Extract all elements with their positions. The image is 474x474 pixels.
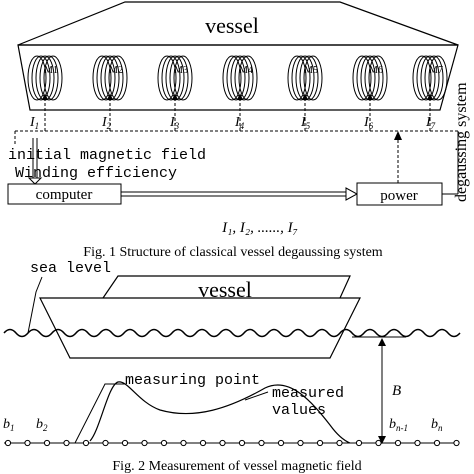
coil-m6: M6: [352, 55, 388, 101]
coil-label: M5: [304, 65, 318, 76]
current-label: I7: [425, 115, 436, 131]
computer-label: computer: [36, 187, 93, 203]
current-3: I3: [169, 93, 180, 131]
current-list: I₁, I₂, ......, I₇: [221, 220, 298, 236]
computer-to-power-arrow-head: [345, 187, 359, 201]
ship-vessel-label: vessel: [198, 277, 252, 302]
coil-label: M7: [429, 65, 443, 76]
vessel-label: vessel: [205, 13, 259, 38]
measuring-point-dot: [414, 439, 421, 447]
measuring-point-dot: [336, 439, 343, 447]
measuring-point-dot: [102, 439, 109, 447]
coil-m3: M3: [157, 55, 193, 101]
coil-m2: M2: [92, 55, 128, 101]
coil-m4: M4: [222, 55, 258, 101]
current-arrow-head: [367, 93, 373, 100]
measuring-point-dot: [141, 439, 148, 447]
measured-values-pointer: [244, 391, 269, 401]
point-label-bn-1: bn-1: [389, 417, 408, 433]
initial-magnetic-field-label: initial magnetic field: [8, 147, 206, 164]
sea-waves: [3, 328, 461, 338]
computer-box: [7, 183, 122, 205]
measuring-point-dot: [258, 439, 265, 447]
measured-values-label-2: values: [272, 402, 326, 419]
point-label-b2: b2: [36, 417, 48, 433]
point-label-bn: bn: [431, 417, 443, 433]
current-arrow-head: [237, 93, 243, 100]
current-label: I6: [363, 115, 374, 131]
measuring-point-dot: [433, 439, 441, 447]
coil-label: M6: [369, 65, 383, 76]
current-label: I3: [169, 115, 180, 131]
ship-hull: [39, 297, 361, 359]
measuring-point-dot: [277, 439, 285, 447]
current-7: I7: [425, 93, 436, 131]
power-label: power: [380, 188, 418, 204]
measuring-point-label: measuring point: [125, 372, 260, 389]
measuring-point-dot: [316, 439, 324, 447]
measuring-point-dot: [180, 439, 187, 447]
current-arrow-head: [107, 93, 113, 100]
coil-m5: M5: [287, 55, 323, 101]
ship-superstructure: [102, 275, 351, 299]
current-arrow-head: [302, 93, 308, 100]
current-label: I5: [300, 115, 311, 131]
measuring-point-dot: [297, 439, 304, 447]
measuring-point-dot: [199, 439, 207, 447]
current-arrow-head: [427, 93, 433, 100]
distance-arrow-top: [378, 338, 386, 346]
sea-level-label: sea level: [30, 260, 111, 277]
measuring-point-dot: [82, 439, 90, 447]
point-label-b1: b1: [3, 417, 15, 433]
sea-level-pointer: [27, 276, 43, 334]
input-arrow-head: [27, 177, 43, 185]
measuring-point-dot: [453, 439, 460, 447]
coil-label: M3: [174, 65, 188, 76]
figure-1: vessel M1 M2 M3 M4 M5 M6 M7 I1 I2 I3 I4 I5 I6 I7 deg…: [7, 1, 470, 260]
field-label-B: B: [392, 383, 401, 399]
current-5: I5: [300, 93, 311, 131]
coil-label: M4: [239, 65, 253, 76]
power-feed-arrow: [394, 131, 402, 140]
current-label-group: I1 I2 I3 I4 I5 I6 I7: [29, 93, 436, 131]
measuring-point-dot: [219, 439, 226, 447]
current-4: I4: [234, 93, 245, 131]
measuring-point-dot: [355, 439, 363, 447]
figure-1-caption: Fig. 1 Structure of classical vessel deg…: [83, 245, 383, 260]
measuring-point-dot: [394, 439, 402, 447]
winding-efficiency-label: Winding efficiency: [15, 165, 177, 182]
current-arrow-head: [42, 93, 48, 100]
coil-label: M1: [44, 65, 58, 76]
coil-group: M1 M2 M3 M4 M5 M6 M7: [27, 55, 448, 101]
current-arrow-head: [172, 93, 178, 100]
measuring-point-dot: [24, 439, 31, 447]
current-label: I2: [101, 115, 112, 131]
current-6: I6: [363, 93, 374, 131]
measuring-point-dot: [43, 439, 51, 447]
coil-m1: M1: [27, 55, 63, 101]
figure-2-caption: Fig. 2 Measurement of vessel magnetic fi…: [112, 459, 361, 474]
measuring-point-dot: [375, 439, 382, 447]
measuring-point-dot: [4, 439, 12, 447]
current-2: I2: [101, 93, 113, 131]
degaussing-system-label: degaussing system: [453, 82, 470, 202]
measuring-point-dot: [238, 439, 246, 447]
vessel-body-outline: [17, 44, 459, 111]
measurement-points: [4, 439, 460, 447]
measured-values-label-1: measured: [272, 385, 344, 402]
measuring-point-dot: [63, 439, 70, 447]
measuring-point-dot: [160, 439, 168, 447]
measuring-point-pointer: [74, 383, 125, 444]
measuring-point-dot: [121, 439, 129, 447]
distance-arrow-bottom: [378, 436, 386, 444]
coil-label: M2: [109, 65, 123, 76]
current-1: I1: [29, 93, 48, 131]
figure-2: sea level vessel B measuring point measu…: [3, 260, 461, 474]
current-label: I1: [29, 115, 39, 131]
current-label: I4: [234, 115, 245, 131]
